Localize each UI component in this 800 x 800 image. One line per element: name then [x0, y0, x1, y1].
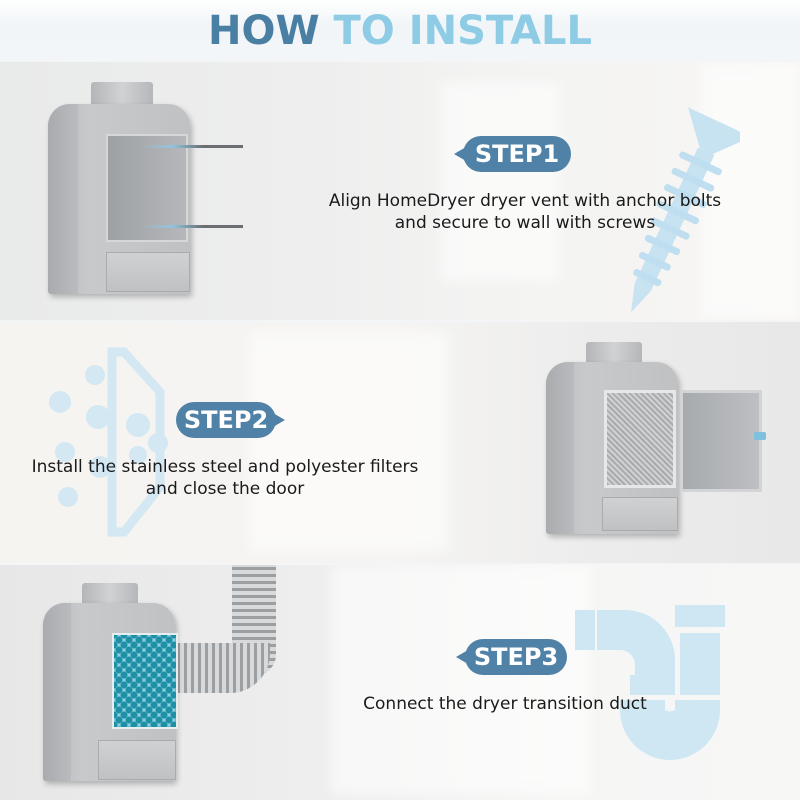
vent-box-with-steel-filter-door-open: [546, 342, 776, 557]
title-part-to-install: TO INSTALL: [333, 8, 593, 54]
step2-panel: STEP2 Install the stainless steel and po…: [0, 322, 800, 563]
step3-description: Connect the dryer transition duct: [330, 693, 680, 715]
step3-badge: STEP3: [456, 639, 567, 675]
vent-side: [43, 603, 71, 781]
background-blur: [440, 82, 560, 282]
filter-door-open: [680, 390, 762, 492]
step2-description-line1: Install the stainless steel and polyeste…: [31, 457, 419, 477]
vent-box-with-honeycomb-filter-and-duct: [40, 565, 340, 795]
flexible-duct-elbow: [170, 643, 270, 693]
lint-drawer: [602, 497, 678, 531]
step2-label: STEP2: [183, 406, 269, 434]
anchor-screw: [143, 145, 243, 148]
background-blur: [330, 565, 590, 795]
step1-panel: STEP1 Align HomeDryer dryer vent with an…: [0, 62, 800, 320]
step2-badge: STEP2: [176, 402, 285, 438]
step2-description: Install the stainless steel and polyeste…: [20, 456, 430, 500]
pipe-icon: [575, 605, 725, 760]
step1-description-line1: Align HomeDryer dryer vent with anchor b…: [328, 191, 722, 211]
stainless-steel-filter: [604, 390, 676, 488]
title-part-how: HOW: [207, 8, 320, 54]
step1-description: Align HomeDryer dryer vent with anchor b…: [300, 190, 750, 234]
step1-badge: STEP1: [454, 136, 571, 172]
door-latch: [754, 432, 766, 440]
vent-cavity: [106, 134, 188, 242]
lint-drawer: [98, 740, 176, 780]
filter-dots-icon: [49, 347, 168, 537]
screw-icon: [631, 107, 740, 313]
lint-drawer: [106, 252, 190, 292]
vent-side: [48, 104, 78, 294]
step3-panel: STEP3 Connect the dryer transition duct: [0, 565, 800, 800]
step1-description-line2: and secure to wall with screws: [394, 213, 656, 233]
step3-label: STEP3: [473, 643, 559, 671]
page-title: HOW TO INSTALL: [208, 8, 592, 54]
vent-side: [546, 362, 574, 534]
background-blur: [700, 62, 800, 320]
background-blur: [250, 332, 450, 552]
anchor-screw: [143, 225, 243, 228]
step3-description-line1: Connect the dryer transition duct: [363, 694, 647, 714]
step1-label: STEP1: [474, 140, 560, 168]
step2-description-line2: and close the door: [145, 479, 305, 499]
honeycomb-filter: [112, 633, 178, 729]
vent-box-open-with-screws: [48, 82, 248, 297]
page-header: HOW TO INSTALL: [0, 0, 800, 62]
